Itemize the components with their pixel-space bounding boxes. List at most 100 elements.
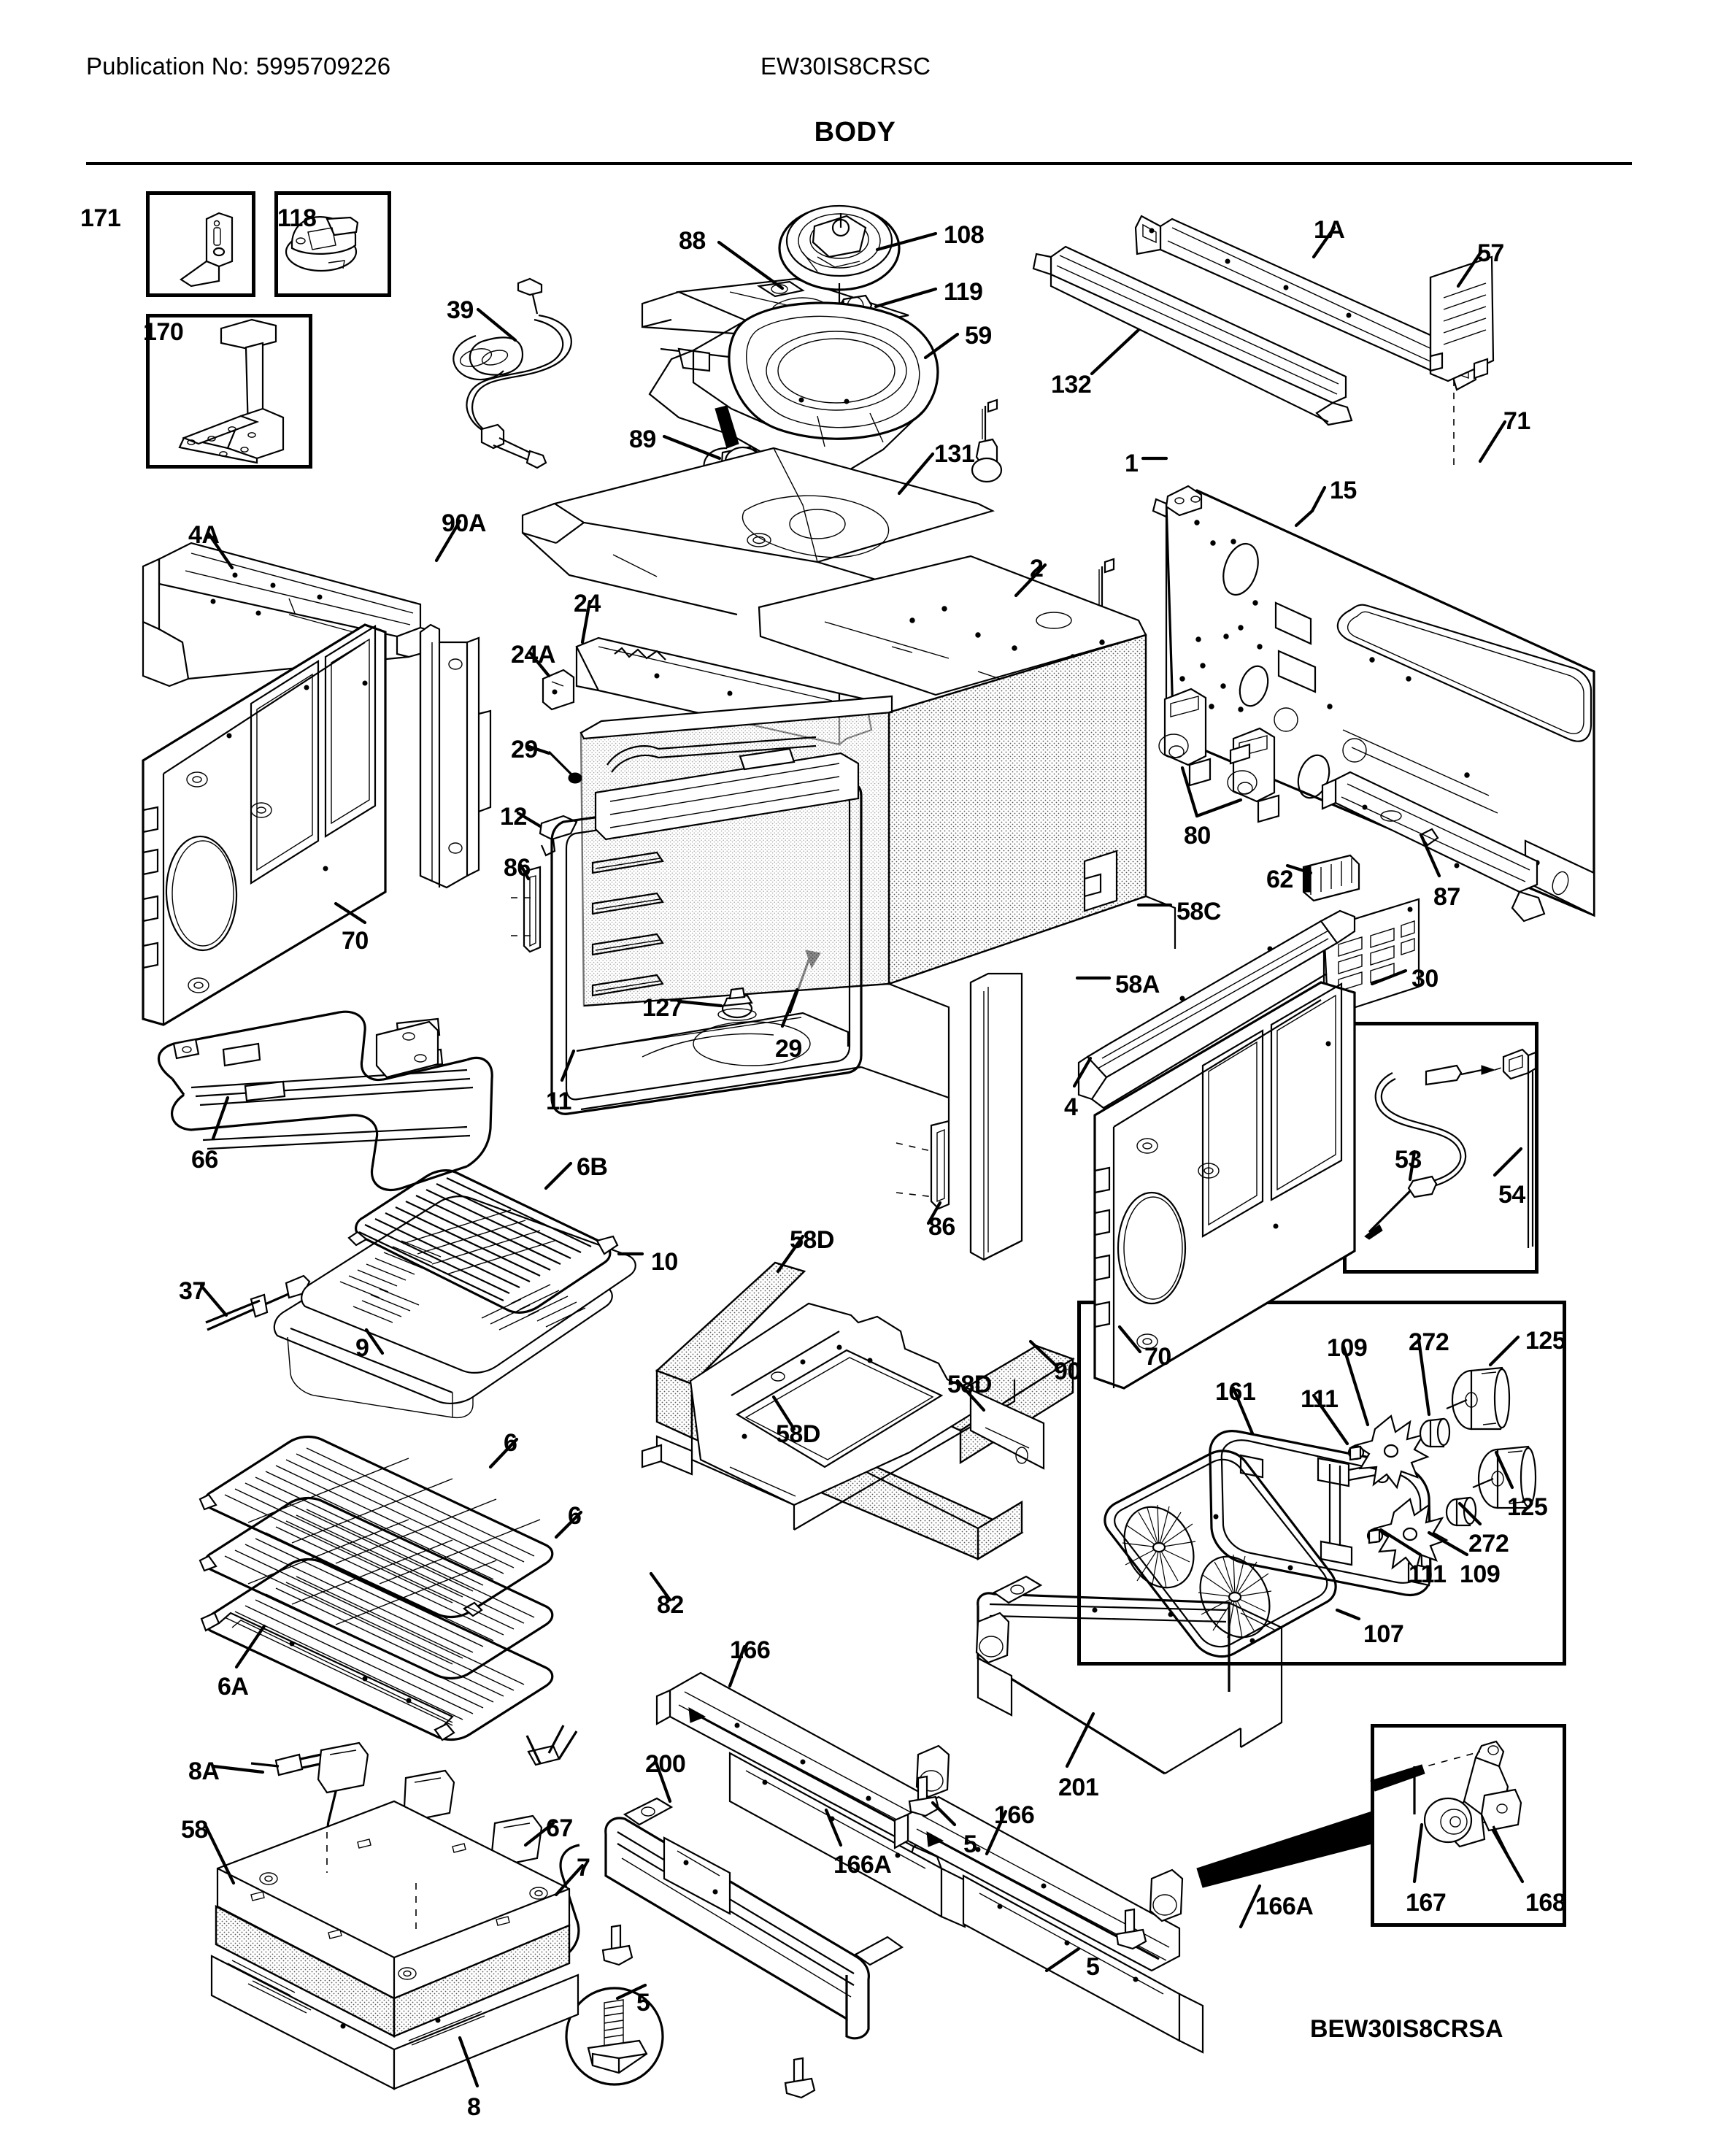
inset-box-probe: [1343, 1022, 1538, 1274]
part-127-bottom-hub: [717, 987, 757, 1021]
callout-4A: 4A: [188, 521, 220, 549]
callout-86: 86: [928, 1213, 955, 1241]
callout-161: 161: [1215, 1378, 1256, 1406]
callout-272: 272: [1409, 1328, 1449, 1356]
part-6B-broiler-grid: [347, 1169, 619, 1314]
part-24-front-frame: [575, 636, 873, 747]
part-12-clip: [539, 815, 578, 857]
part-10-broiler-insert: [301, 1196, 636, 1374]
part-80-hinge-brackets: [1158, 688, 1280, 823]
part-8A-element-terminal: [250, 1762, 280, 1768]
part-6-rack-middle: [199, 1496, 554, 1680]
part-37-handle-tool: [205, 1274, 311, 1331]
callout-71: 71: [1503, 407, 1530, 435]
callout-125: 125: [1507, 1493, 1548, 1521]
part-5-leveling-legs: [565, 1775, 1147, 2099]
callout-58A: 58A: [1115, 971, 1160, 998]
callout-30: 30: [1411, 965, 1439, 993]
callout-201: 201: [1058, 1774, 1099, 1801]
callout-132: 132: [1051, 371, 1092, 399]
part-4A-top-rail: [142, 542, 436, 688]
callout-24A: 24A: [511, 641, 555, 669]
part-58D-insulation-frame: [655, 1261, 1075, 1561]
callout-70: 70: [1144, 1343, 1171, 1371]
callout-200: 200: [645, 1750, 686, 1778]
callout-170: 170: [143, 318, 184, 346]
callout-58D: 58D: [790, 1226, 834, 1254]
callout-108: 108: [944, 221, 985, 249]
callout-127: 127: [642, 994, 683, 1022]
part-166-slide-lower: [893, 1795, 1181, 1972]
callout-111: 111: [1409, 1560, 1447, 1588]
callout-171: 171: [80, 204, 121, 232]
callout-5: 5: [636, 1989, 650, 2017]
callout-86: 86: [504, 854, 531, 882]
callout-4: 4: [1064, 1093, 1078, 1121]
callout-66: 66: [191, 1146, 218, 1174]
callout-57: 57: [1477, 239, 1504, 267]
callout-1A: 1A: [1314, 216, 1345, 244]
callout-8: 8: [467, 2093, 481, 2121]
callout-58: 58: [181, 1816, 208, 1844]
part-166-slide-upper: [655, 1671, 944, 1882]
part-90-insulation-right: [969, 972, 1023, 1261]
callout-6B: 6B: [577, 1153, 608, 1181]
callout-37: 37: [179, 1277, 206, 1305]
leader-lines: [199, 226, 1525, 2088]
part-70-side-panel-left: [142, 623, 387, 1026]
callout-90A: 90A: [442, 509, 486, 537]
callout-109: 109: [1327, 1334, 1368, 1362]
callout-1: 1: [1125, 450, 1139, 477]
callout-167: 167: [1406, 1889, 1447, 1917]
part-2-oven-top: [758, 555, 1147, 696]
part-29-screw-b: [788, 950, 821, 1014]
part-15-oven-lamps: [971, 399, 1120, 689]
part-166A-bracket-left: [728, 1752, 966, 1928]
page-title: BODY: [814, 117, 896, 147]
callout-119: 119: [944, 278, 983, 306]
part-8-bottom-cover: [210, 1955, 579, 2090]
callout-131: 131: [934, 440, 975, 468]
callout-53: 53: [1395, 1146, 1422, 1174]
callout-166: 166: [730, 1636, 771, 1664]
part-108-convection-motor: [778, 204, 901, 305]
callout-111: 111: [1301, 1385, 1339, 1413]
callout-12: 12: [500, 803, 527, 831]
publication-number: Publication No: 5995709226: [86, 53, 391, 80]
diagram-code: BEW30IS8CRSA: [1310, 2015, 1503, 2043]
callout-6: 6: [504, 1429, 517, 1457]
callout-7: 7: [577, 1854, 590, 1882]
part-29-screw-a: [547, 750, 582, 784]
part-1-and-71-rear-panel: [1152, 485, 1595, 917]
part-57-vent-cover: [1429, 255, 1495, 467]
part-7-bottom-panel: [216, 1800, 571, 2000]
callout-58C: 58C: [1176, 898, 1221, 925]
callout-125: 125: [1525, 1327, 1566, 1355]
part-9-broiler-pan: [273, 1225, 613, 1419]
callout-70: 70: [342, 927, 369, 955]
part-6-rack-top: [199, 1435, 554, 1619]
callout-9: 9: [355, 1334, 369, 1362]
callout-6: 6: [568, 1502, 582, 1530]
callout-166A: 166A: [833, 1851, 892, 1879]
callout-59: 59: [965, 322, 992, 350]
callout-54: 54: [1498, 1181, 1525, 1209]
part-62-terminal-block: [1302, 854, 1360, 902]
callout-5: 5: [963, 1830, 977, 1858]
part-90A-insulation-left: [419, 623, 492, 889]
callout-118: 118: [277, 204, 317, 232]
part-59-blower-housing: [648, 301, 939, 482]
part-86-hinge-receiver-right: [896, 1120, 950, 1210]
callout-62: 62: [1266, 866, 1293, 893]
callout-82: 82: [657, 1591, 684, 1619]
model-number: EW30IS8CRSC: [760, 53, 931, 80]
callout-67: 67: [546, 1814, 573, 1842]
callout-58D: 58D: [947, 1371, 992, 1398]
callout-6A: 6A: [217, 1673, 249, 1701]
callout-10: 10: [651, 1248, 678, 1276]
callout-2: 2: [1030, 555, 1044, 582]
part-11-oven-cavity: [550, 634, 1176, 1121]
callout-29: 29: [775, 1035, 802, 1063]
part-24A-frame-bracket: [542, 669, 575, 711]
